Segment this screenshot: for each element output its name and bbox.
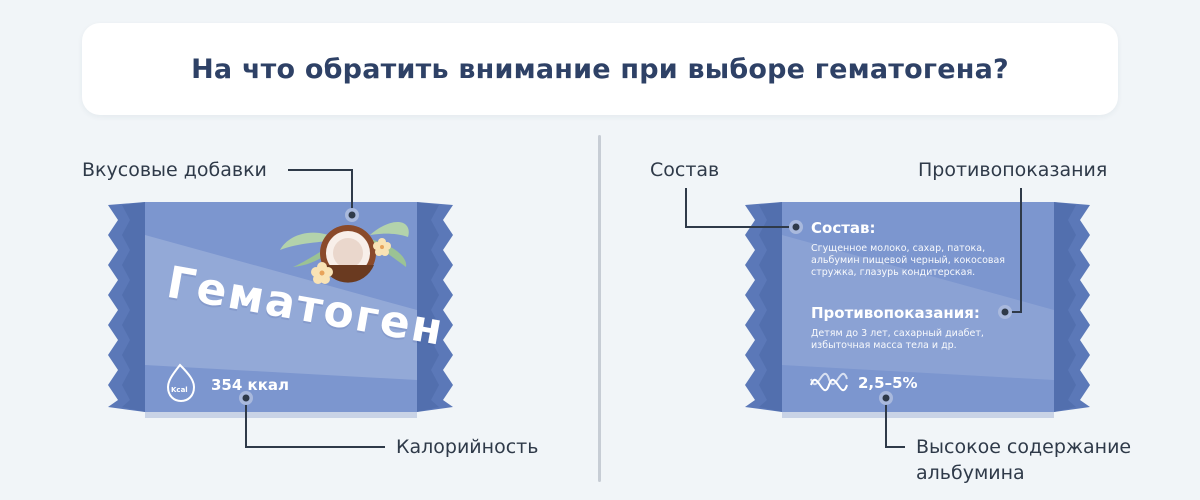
callout-label-albumin: Высокое содержание альбумина <box>916 436 1132 484</box>
albumin-value: 2,5–5% <box>858 374 918 392</box>
callout-label-composition: Состав <box>650 159 720 181</box>
contra-title: Противопоказания: <box>811 304 980 322</box>
callout-line-calories <box>245 398 385 448</box>
kcal-icon-label: Kcal <box>171 386 188 394</box>
callout-markers <box>239 208 1012 405</box>
divider <box>598 135 601 482</box>
callout-line-contra <box>1005 188 1022 313</box>
callout-line-albumin <box>885 398 905 448</box>
left-wrapper: Гематоген Kcal 354 ккал <box>108 195 453 425</box>
flower-icon <box>311 238 391 284</box>
callout-label-contra: Противопоказания <box>918 159 1108 181</box>
callout-label-flavor: Вкусовые добавки <box>82 159 267 181</box>
composition-text: Сгущенное молоко, сахар, патока, альбуми… <box>811 243 1006 278</box>
coconut-icon <box>320 225 376 283</box>
title-card: На что обратить внимание при выборе гема… <box>82 23 1118 115</box>
callout-label-calories: Калорийность <box>396 436 539 458</box>
callout-line-composition <box>685 188 796 228</box>
contra-text: Детям до 3 лет, сахарный диабет, избыточ… <box>811 328 984 351</box>
callout-line-flavor <box>288 169 353 215</box>
composition-title: Состав: <box>811 219 876 237</box>
left-wrapper-shape <box>108 202 453 418</box>
calories-value: 354 ккал <box>211 376 290 394</box>
dna-icon <box>810 372 848 392</box>
page-title: На что обратить внимание при выборе гема… <box>191 53 1009 85</box>
kcal-drop-icon <box>166 363 196 403</box>
